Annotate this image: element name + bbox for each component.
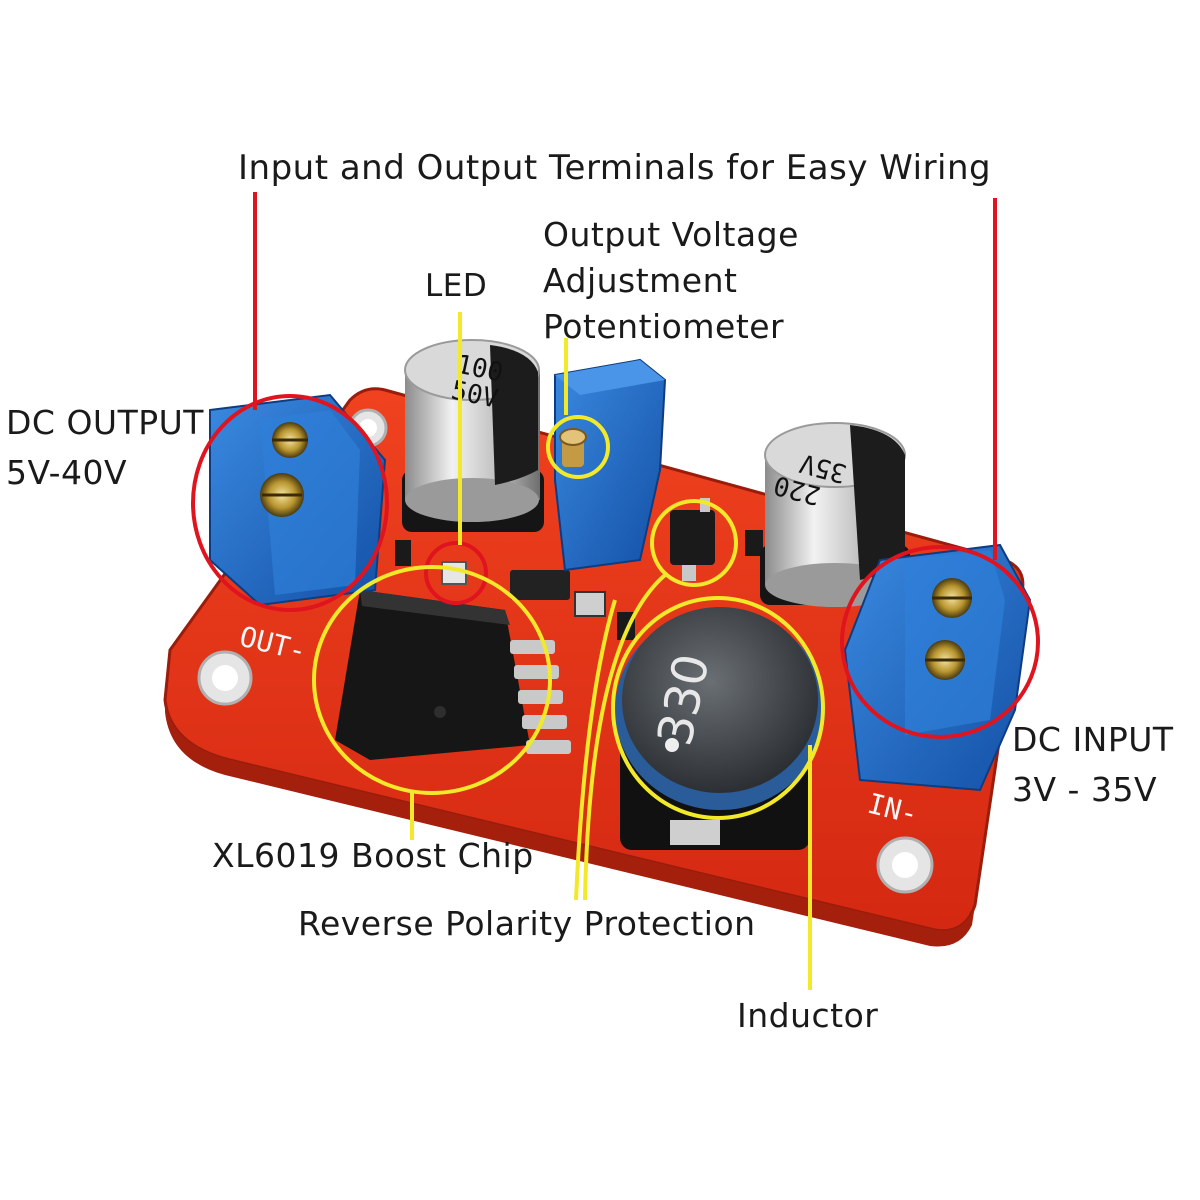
terminals-callout: Input and Output Terminals for Easy Wiri… <box>238 148 992 188</box>
potentiometer <box>554 358 667 572</box>
capacitor-left: 100 50V <box>402 339 544 532</box>
dc-input-range: 3V - 35V <box>1012 770 1158 809</box>
output-terminal-block <box>209 393 387 607</box>
dc-output-callout: DC OUTPUT 5V-40V <box>6 398 204 498</box>
reverse-polarity-leader-2 <box>574 599 617 901</box>
reverse-polarity-callout: Reverse Polarity Protection <box>298 904 756 943</box>
mounting-hole <box>197 650 253 706</box>
boost-chip-circle <box>312 565 552 795</box>
dc-output-range: 5V-40V <box>6 453 128 492</box>
input-terminal-block <box>843 543 1032 792</box>
potentiometer-circle <box>546 415 610 479</box>
output-terminal-circle <box>191 394 389 612</box>
inductor: 330 <box>615 607 825 850</box>
input-terminal-circle <box>840 545 1040 739</box>
inductor-callout: Inductor <box>737 996 879 1035</box>
reverse-polarity-diode <box>670 498 715 581</box>
mounting-hole <box>876 836 934 894</box>
yellow-callouts <box>312 312 825 990</box>
led-circle <box>424 541 488 605</box>
potentiometer-callout-line: Potentiometer <box>543 307 785 346</box>
inductor-circle <box>611 596 825 820</box>
potentiometer-callout: Output Voltage Adjustment Potentiometer <box>543 212 799 350</box>
dc-input-title: DC INPUT <box>1012 720 1174 759</box>
smd-component <box>745 530 763 556</box>
led-callout: LED <box>425 268 488 304</box>
reverse-polarity-leader <box>583 573 667 901</box>
smd-component <box>510 570 570 600</box>
red-callouts <box>191 192 1040 739</box>
boost-chip-callout: XL6019 Boost Chip <box>212 836 534 875</box>
led-component <box>441 561 467 585</box>
smd-component <box>574 591 606 617</box>
potentiometer-callout-line: Output Voltage <box>543 215 799 254</box>
trim-screw <box>559 428 587 467</box>
diode-circle <box>650 499 738 587</box>
dc-input-callout: DC INPUT 3V - 35V <box>1012 715 1174 815</box>
potentiometer-callout-line: Adjustment <box>543 261 738 300</box>
smd-component <box>395 540 411 566</box>
dc-output-title: DC OUTPUT <box>6 403 204 442</box>
